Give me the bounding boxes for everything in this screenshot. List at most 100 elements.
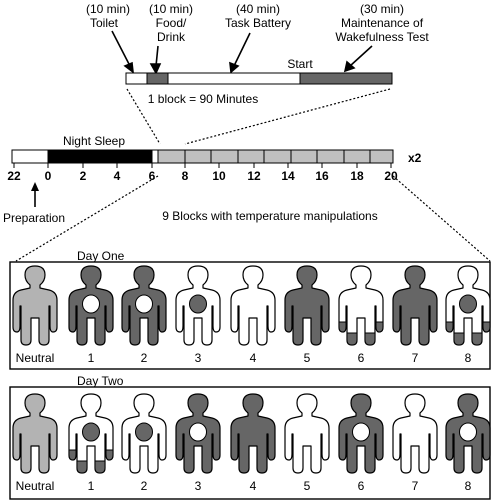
toilet-segment bbox=[125, 72, 148, 85]
body-silhouette bbox=[338, 265, 384, 346]
torso-patch bbox=[135, 422, 153, 442]
temperature-block bbox=[184, 149, 212, 164]
condition-label: 4 bbox=[250, 351, 257, 365]
timeline-tick-label: 8 bbox=[182, 169, 189, 183]
body-silhouette bbox=[230, 265, 276, 346]
condition-figure: 3 bbox=[175, 393, 221, 493]
block-bar bbox=[125, 72, 393, 85]
zoom-lines-top bbox=[126, 88, 391, 145]
condition-label: 4 bbox=[250, 479, 257, 493]
gap-segment bbox=[151, 149, 159, 164]
timeline-tick-label: 20 bbox=[384, 169, 398, 183]
condition-figure: Neutral bbox=[12, 265, 58, 365]
right-hand bbox=[105, 449, 114, 461]
repeat-label: x2 bbox=[408, 151, 422, 165]
toilet-arrow bbox=[111, 30, 131, 67]
body-silhouette bbox=[284, 265, 330, 346]
task-label: Task Battery bbox=[225, 16, 291, 30]
body-silhouette bbox=[230, 393, 276, 474]
left-foot bbox=[453, 332, 465, 346]
condition-figure: Neutral bbox=[12, 393, 58, 493]
right-foot bbox=[471, 332, 483, 346]
temperature-block bbox=[343, 149, 371, 164]
temperature-block bbox=[237, 149, 265, 164]
toilet-duration: (10 min) bbox=[86, 2, 130, 16]
task-segment bbox=[167, 72, 301, 85]
condition-figure: 6 bbox=[338, 265, 384, 365]
torso-patch bbox=[459, 294, 477, 314]
timeline-tick-label: 6 bbox=[149, 169, 156, 183]
mwt-segment bbox=[299, 72, 393, 85]
temperature-block bbox=[210, 149, 239, 164]
left-foot bbox=[76, 460, 88, 474]
condition-label: Neutral bbox=[16, 351, 55, 365]
condition-figure: 5 bbox=[284, 265, 330, 365]
temperature-block bbox=[263, 149, 292, 164]
left-hand bbox=[68, 449, 77, 461]
right-foot bbox=[94, 460, 106, 474]
start-label: Start bbox=[287, 57, 313, 71]
preparation-segment bbox=[11, 149, 49, 164]
block-arrows bbox=[111, 30, 373, 75]
left-hand bbox=[445, 321, 454, 333]
condition-label: 6 bbox=[358, 479, 365, 493]
timeline-tick-label: 12 bbox=[247, 169, 261, 183]
timeline-tick-label: 0 bbox=[45, 169, 52, 183]
left-hand bbox=[338, 321, 347, 333]
condition-label: 2 bbox=[141, 479, 148, 493]
condition-label: 1 bbox=[88, 479, 95, 493]
zoom-lines-bottom bbox=[15, 175, 491, 262]
torso-patch bbox=[352, 422, 370, 442]
condition-label: 8 bbox=[465, 351, 472, 365]
right-hand bbox=[482, 321, 491, 333]
condition-figure: 2 bbox=[121, 393, 167, 493]
condition-label: 1 bbox=[88, 351, 95, 365]
task-arrow bbox=[233, 32, 251, 67]
timeline-tick-label: 14 bbox=[281, 169, 295, 183]
temperature-block bbox=[369, 149, 394, 164]
condition-figure: 8 bbox=[445, 393, 491, 493]
condition-label: 8 bbox=[465, 479, 472, 493]
food-label-line2: Drink bbox=[157, 30, 186, 44]
condition-figure: 3 bbox=[175, 265, 221, 365]
food-duration: (10 min) bbox=[149, 2, 193, 16]
torso-patch bbox=[189, 294, 207, 314]
timeline-tick-label: 4 bbox=[114, 169, 121, 183]
condition-figure: 4 bbox=[230, 393, 276, 493]
condition-label: 2 bbox=[141, 351, 148, 365]
body-silhouette bbox=[12, 393, 58, 474]
torso-patch bbox=[459, 422, 477, 442]
timeline-tick-label: 2 bbox=[80, 169, 87, 183]
mwt-label-line1: Maintenance of bbox=[341, 16, 424, 30]
temperature-block bbox=[290, 149, 318, 164]
condition-figure: 5 bbox=[284, 393, 330, 493]
mwt-arrowhead bbox=[343, 60, 356, 73]
day-two-figures: Neutral 1 2 3 4 5 6 7 8 bbox=[12, 393, 491, 493]
condition-label: 3 bbox=[195, 351, 202, 365]
condition-figure: 1 bbox=[68, 265, 114, 365]
condition-label: Neutral bbox=[16, 479, 55, 493]
body-silhouette bbox=[12, 265, 58, 346]
food-arrowhead bbox=[149, 63, 162, 75]
task-arrowhead bbox=[229, 61, 240, 74]
torso-patch bbox=[82, 294, 100, 314]
body-silhouette bbox=[392, 265, 438, 346]
condition-label: 6 bbox=[358, 351, 365, 365]
day-two-title: Day Two bbox=[77, 374, 124, 388]
condition-figure: 1 bbox=[68, 393, 114, 493]
blocks-label: 9 Blocks with temperature manipulations bbox=[162, 209, 377, 223]
torso-patch bbox=[189, 422, 207, 442]
timeline-tick-label: 16 bbox=[315, 169, 329, 183]
condition-figure: 7 bbox=[392, 393, 438, 493]
block-labels: (10 min) Toilet (10 min) Food/ Drink (40… bbox=[86, 2, 429, 71]
mwt-label-line2: Wakefulness Test bbox=[335, 30, 429, 44]
timeline-bar bbox=[11, 149, 394, 164]
timeline-tick-label: 22 bbox=[7, 169, 21, 183]
mwt-duration: (30 min) bbox=[360, 2, 404, 16]
food-segment bbox=[146, 72, 169, 85]
preparation-label: Preparation bbox=[3, 211, 65, 225]
condition-figure: 6 bbox=[338, 393, 384, 493]
torso-patch bbox=[82, 422, 100, 442]
